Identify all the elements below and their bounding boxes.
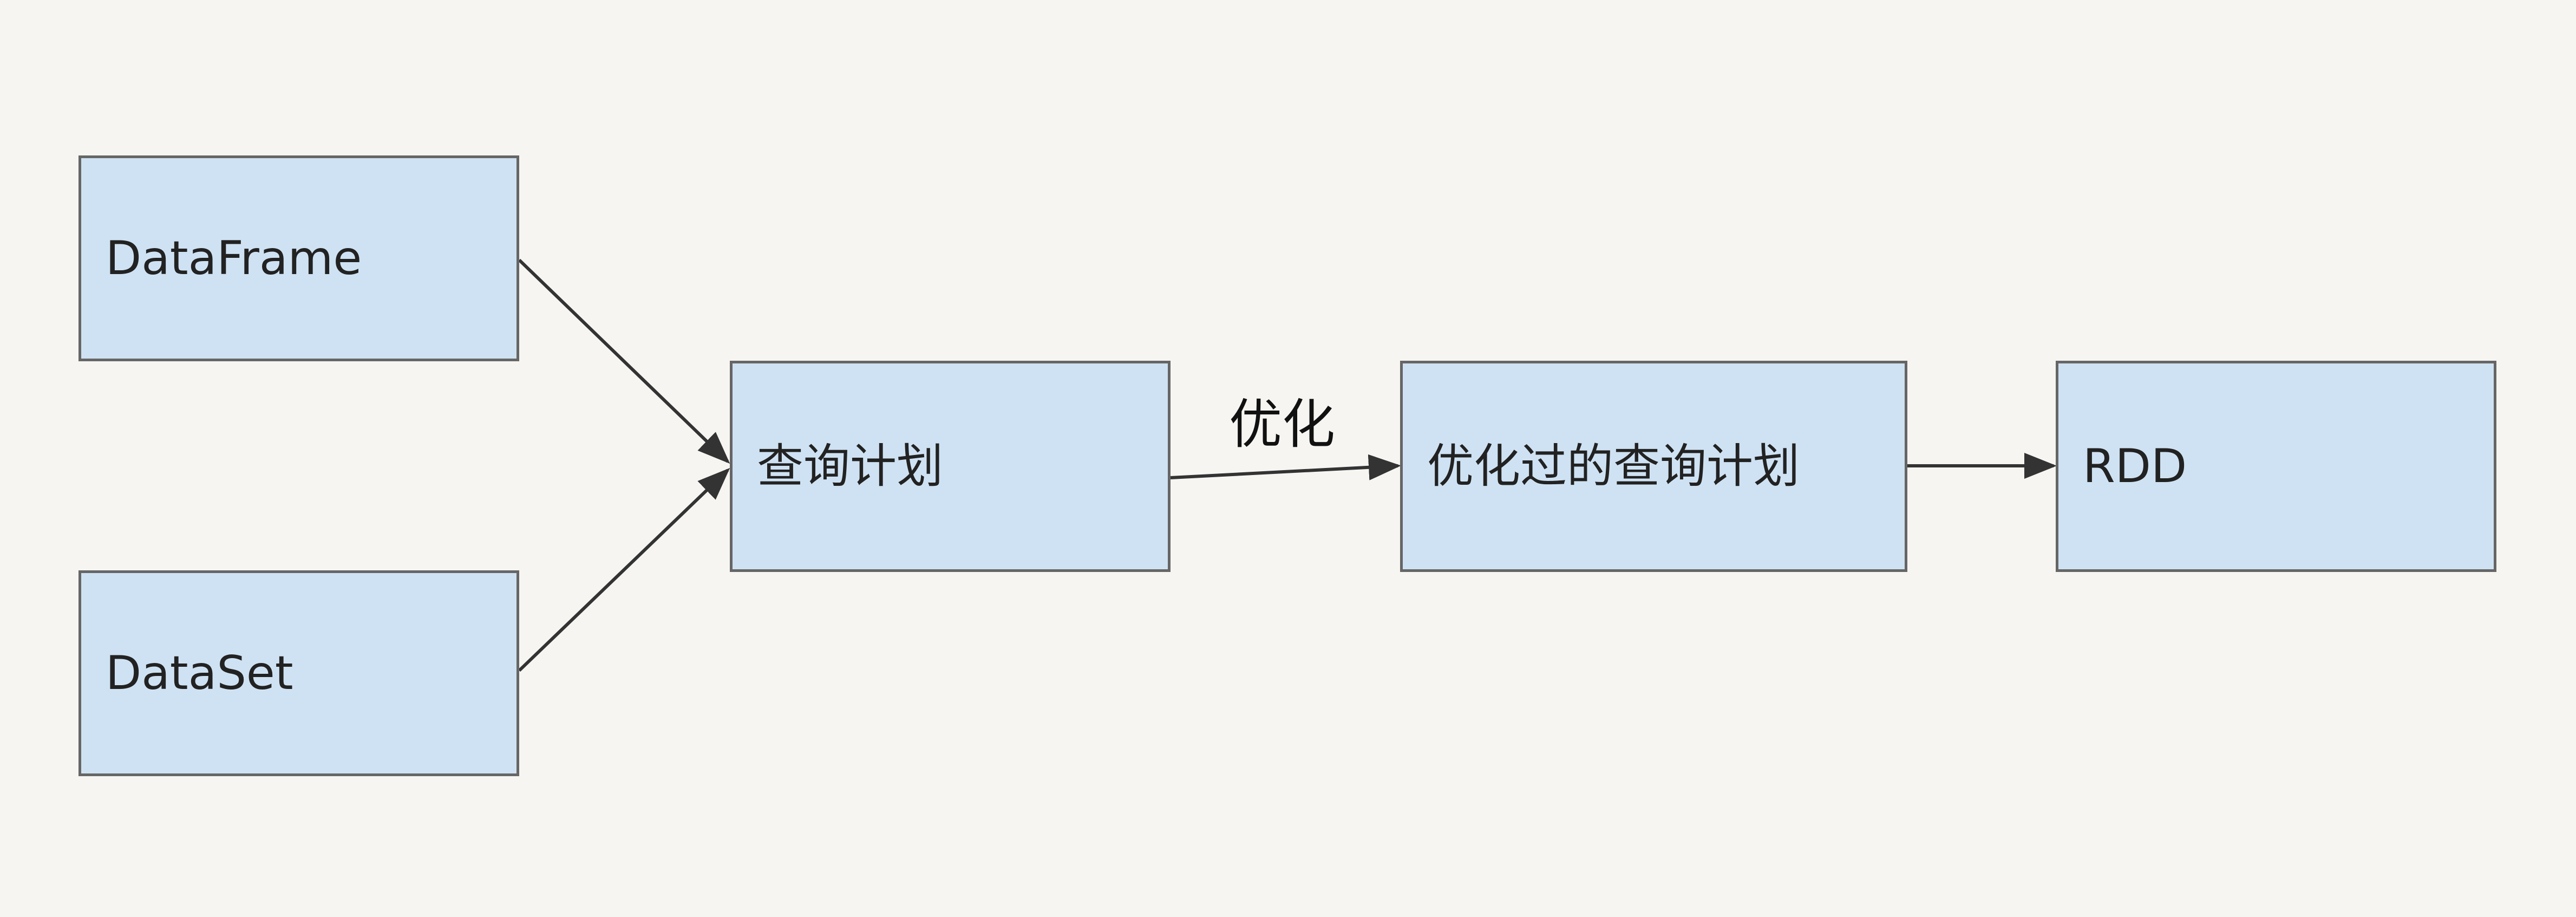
node-dataframe-label: DataFrame <box>106 231 362 285</box>
node-rdd-label: RDD <box>2083 439 2187 493</box>
node-dataframe: DataFrame <box>79 155 519 361</box>
node-optimized-query-plan: 优化过的查询计划 <box>1400 361 1907 572</box>
node-query-plan: 查询计划 <box>730 361 1171 572</box>
node-dataset-label: DataSet <box>106 646 293 700</box>
node-optimized-query-plan-label: 优化过的查询计划 <box>1427 439 1800 493</box>
node-rdd: RDD <box>2056 361 2496 572</box>
edge-dataset-to-query-plan <box>518 467 730 672</box>
edge-label-optimize: 优化 <box>1229 394 1336 456</box>
node-dataset: DataSet <box>79 570 519 776</box>
edge-query-plan-to-optimized-plan <box>1170 454 1401 480</box>
node-query-plan-label: 查询计划 <box>757 439 943 493</box>
edge-dataframe-to-query-plan <box>518 258 730 464</box>
